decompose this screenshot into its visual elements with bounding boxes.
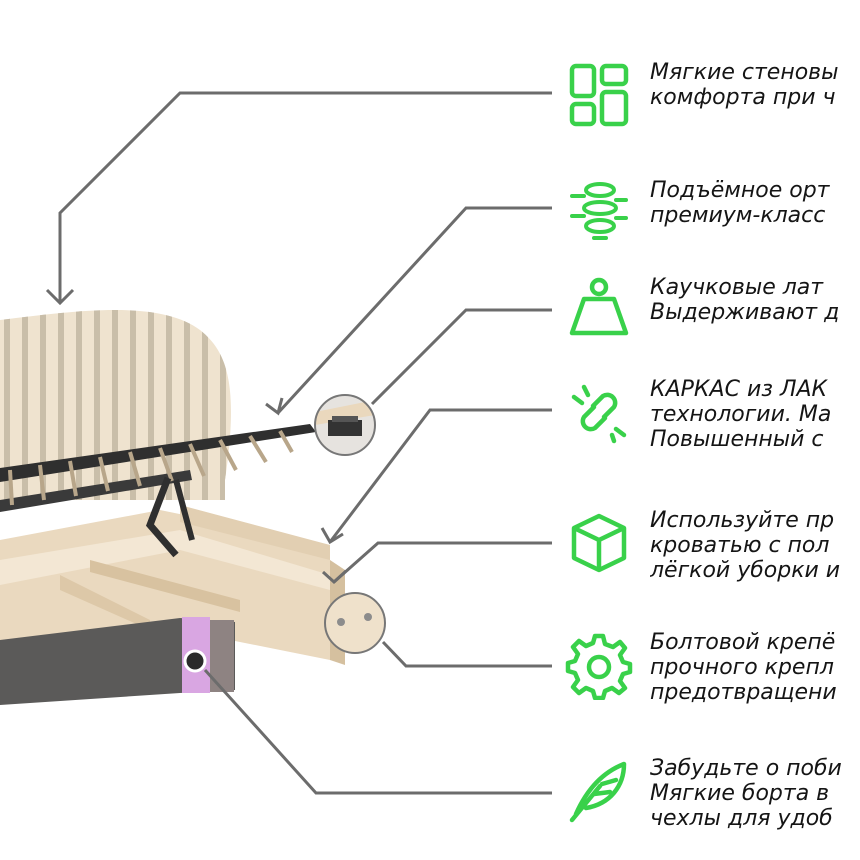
broken-link-icon (571, 384, 627, 444)
lifting-base (0, 424, 316, 558)
spine-icon (570, 182, 628, 240)
panels-icon (569, 63, 629, 127)
callout-lines (45, 91, 552, 795)
gear-icon (565, 633, 633, 700)
detail-bubble-bolts (324, 592, 386, 654)
side-rail (0, 617, 235, 705)
detail-bubble-latex-holder (314, 394, 376, 456)
feather-icon (569, 761, 627, 823)
headboard (0, 310, 231, 500)
weight-icon (569, 277, 629, 336)
cube-icon (571, 513, 627, 573)
